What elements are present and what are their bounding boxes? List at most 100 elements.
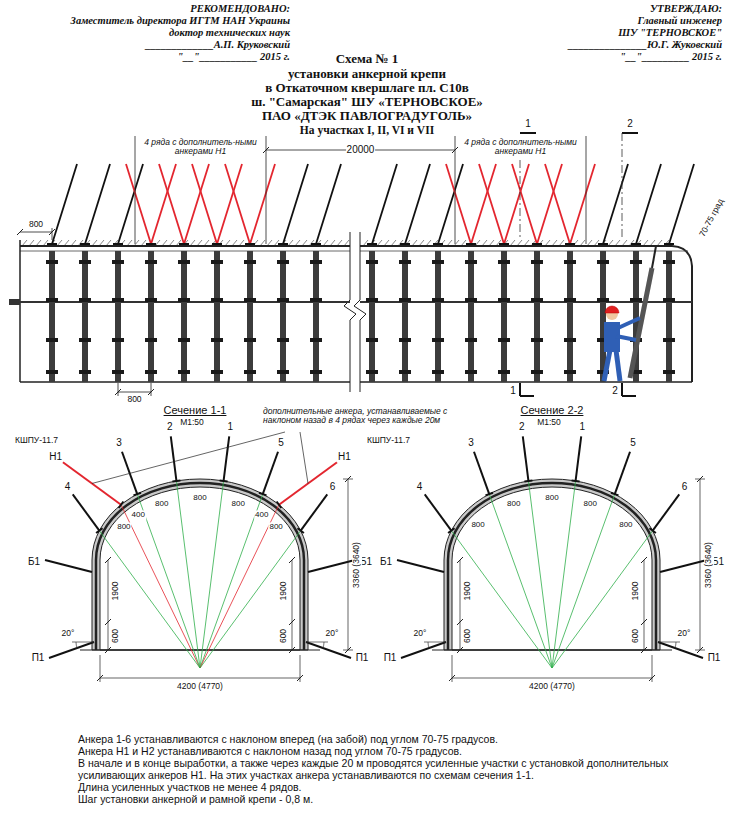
dimension-tick xyxy=(105,557,111,563)
section-mark: 1 xyxy=(524,118,532,130)
anchor-plate xyxy=(572,480,580,481)
roof-anchor xyxy=(250,164,275,244)
anchor-plate xyxy=(664,243,674,245)
frame-clamp xyxy=(498,298,510,302)
frame-clamp xyxy=(399,370,411,374)
frame-clamp xyxy=(112,260,124,264)
section-cut-line xyxy=(520,160,521,240)
dimension-label: 1900 xyxy=(111,581,121,602)
section-flag xyxy=(519,383,521,396)
anchor-label: Б1 xyxy=(379,556,393,568)
frame-post xyxy=(435,251,441,382)
fan-line xyxy=(200,505,279,668)
frame-clamp xyxy=(211,260,223,264)
frame-post xyxy=(369,251,375,382)
frame-clamp xyxy=(366,370,378,374)
frame-clamp xyxy=(465,338,477,342)
frame-clamp xyxy=(399,338,411,342)
anchor-label: П1 xyxy=(707,652,722,664)
roof-anchor xyxy=(474,452,489,494)
miner-arm xyxy=(616,336,636,340)
frame-clamp xyxy=(531,370,543,374)
anchor-label: П1 xyxy=(383,652,398,664)
roof-anchor xyxy=(263,452,278,494)
note-text: Анкера 1-6 устанавливаются с наклоном вп… xyxy=(78,733,693,745)
fan-line xyxy=(99,531,200,668)
anchor-plate xyxy=(212,243,222,245)
dimension-label: 4200 (4770) xyxy=(528,682,576,692)
anchor-number: 6 xyxy=(681,481,689,493)
anchor-plate xyxy=(565,243,575,245)
section-flag xyxy=(520,395,534,397)
approval-text: _______________Ю.Г. Жуковский xyxy=(568,39,722,51)
frame-clamp xyxy=(663,260,675,264)
frame-clamp xyxy=(399,298,411,302)
roof-anchor xyxy=(570,164,595,244)
roof-anchor xyxy=(425,494,452,530)
frame-clamp xyxy=(564,338,576,342)
frame-clamp xyxy=(112,338,124,342)
anchor-plate xyxy=(433,243,443,245)
fan-line xyxy=(200,531,301,668)
dimension-line xyxy=(108,560,109,650)
approval-text: Заместитель директора ИГТМ НАН Украины xyxy=(71,15,290,27)
frame-clamp xyxy=(630,260,642,264)
roof-anchor xyxy=(603,164,628,244)
title-line: установки анкерной крепи xyxy=(288,67,446,82)
dimension-label: 3360 (3640) xyxy=(704,541,714,589)
section-flag xyxy=(622,395,636,397)
anchor-plate xyxy=(598,243,608,245)
approval-text: ШУ "ТЕРНОВСКОЕ" xyxy=(618,27,722,39)
angle-label: 20° xyxy=(413,629,428,639)
dimension-line xyxy=(292,560,293,650)
fan-line xyxy=(528,481,552,668)
frame-clamp xyxy=(597,298,609,302)
frame-clamp xyxy=(178,338,190,342)
frame-clamp xyxy=(277,260,289,264)
roof-anchor xyxy=(576,436,582,481)
roof-anchor xyxy=(636,164,661,244)
frame-clamp xyxy=(178,260,190,264)
anchor-plate xyxy=(146,243,156,245)
frame-post xyxy=(666,251,672,382)
dimension-label: 1900 xyxy=(279,581,289,602)
dimension-label: 3360 (3640) xyxy=(352,541,362,589)
frame-clamp xyxy=(399,260,411,264)
frame-clamp xyxy=(630,298,642,302)
anchor-plate xyxy=(172,480,180,481)
dimension-tick xyxy=(297,675,303,681)
dimension-line xyxy=(100,678,300,679)
anchor-number: 2 xyxy=(518,422,526,434)
frame-clamp xyxy=(211,338,223,342)
approval-text: доктор технических наук xyxy=(169,27,290,39)
angle-arc xyxy=(76,642,77,648)
floor-line xyxy=(80,649,320,650)
fan-line xyxy=(176,481,200,668)
frame-post xyxy=(214,251,220,382)
anchor-label: Б1 xyxy=(27,556,41,568)
approval-text: УТВЕРЖДАЮ: xyxy=(650,3,722,15)
approval-text: "__"_________ 2015 г. xyxy=(620,51,722,63)
frame-clamp xyxy=(145,260,157,264)
anchor-number: 3 xyxy=(115,438,123,450)
angle-arc xyxy=(675,642,676,648)
anchor-number: 1 xyxy=(579,422,587,434)
angle-arc xyxy=(428,642,429,648)
frame-clamp xyxy=(465,260,477,264)
dimension-tick xyxy=(641,619,647,625)
longitudinal-view xyxy=(9,133,694,396)
dimension-tick xyxy=(345,647,351,653)
angle-arc xyxy=(323,642,324,648)
title-line: ПАО «ДТЭК ПАВЛОГРАДУГОЛЬ» xyxy=(262,109,472,124)
roof-anchor xyxy=(52,164,77,244)
spacing-label: 800 xyxy=(618,520,633,529)
floor-line xyxy=(360,381,692,383)
frame-clamp xyxy=(366,338,378,342)
anchor-plate xyxy=(499,243,509,245)
frame-post xyxy=(247,251,253,382)
spacing-label: 800 xyxy=(231,499,246,508)
anchor-plate xyxy=(113,243,123,245)
spacing-label: 400 xyxy=(131,511,146,520)
zone-note: 4 ряда с дополнитель-ными анкерами Н1 xyxy=(460,138,582,157)
